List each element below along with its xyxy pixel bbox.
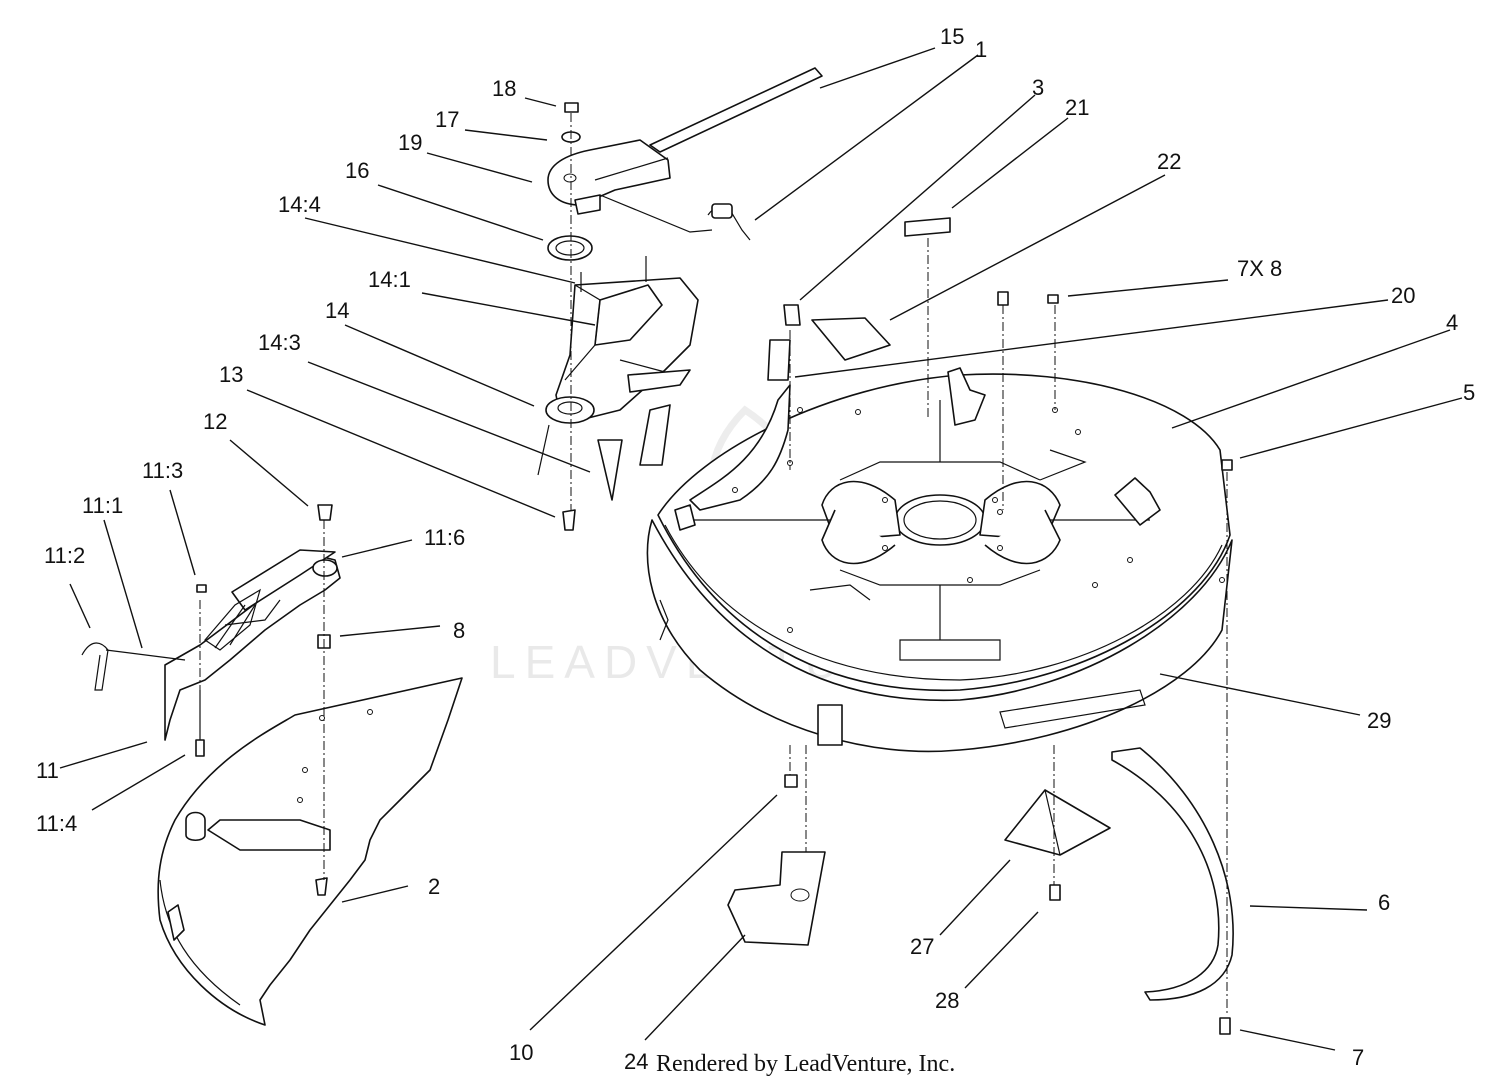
extension-spring (707, 203, 751, 241)
curved-baffle (1111, 747, 1234, 1001)
callout-12: 12 (203, 409, 227, 434)
baffle-bracket (1004, 789, 1111, 856)
leader-lines (59, 47, 1463, 1051)
callout-11-1: 11:1 (82, 493, 123, 518)
baffle (727, 851, 826, 946)
callout-29: 29 (1367, 708, 1391, 733)
callout-13: 13 (219, 362, 243, 387)
callout-10: 10 (509, 1040, 533, 1065)
callout-3: 3 (1032, 75, 1044, 100)
callout-21: 21 (1065, 95, 1089, 120)
pulley-spindle-assembly (537, 256, 699, 501)
callout-27: 27 (910, 934, 934, 959)
adjustment-rod (649, 67, 823, 153)
callout-17: 17 (435, 107, 459, 132)
callout-11-2: 11:2 (44, 543, 85, 568)
callout-1: 1 (975, 37, 987, 62)
callout-19: 19 (398, 130, 422, 155)
callout-18: 18 (492, 76, 516, 101)
callout-11-4: 11:4 (36, 811, 77, 836)
callout-7: 7 (1352, 1045, 1364, 1070)
callout-5: 5 (1463, 380, 1475, 405)
callout-20: 20 (1391, 283, 1415, 308)
render-credit: Rendered by LeadVenture, Inc. (656, 1051, 955, 1077)
callout-28: 28 (935, 988, 959, 1013)
chute-deflector-assembly (81, 549, 341, 757)
callout-14: 14 (325, 298, 349, 323)
callout-11-3: 11:3 (142, 458, 183, 483)
callout-14-3: 14:3 (258, 330, 301, 355)
callout-14-4: 14:4 (278, 192, 321, 217)
callout-14-1: 14:1 (368, 267, 411, 292)
callout-24: 24 (624, 1049, 648, 1074)
callout-11-6: 11:6 (424, 525, 465, 550)
callout-2: 2 (428, 874, 440, 899)
center-lines (199, 113, 1228, 1016)
callout-8: 8 (453, 618, 465, 643)
deck-housing (646, 367, 1233, 753)
callout-4: 4 (1446, 310, 1458, 335)
callout-7x8: 7X 8 (1237, 256, 1282, 281)
callout-15: 15 (940, 24, 964, 49)
idler-arm (547, 139, 713, 233)
deck-hardware (196, 217, 1233, 1035)
callout-16: 16 (345, 158, 369, 183)
callout-labels: 15 1 3 21 18 17 19 16 14:4 22 7X 8 20 14… (36, 24, 1475, 1074)
callout-22: 22 (1157, 149, 1181, 174)
callout-6: 6 (1378, 890, 1390, 915)
callout-11: 11 (36, 758, 59, 783)
left-deck-section (157, 677, 463, 1026)
